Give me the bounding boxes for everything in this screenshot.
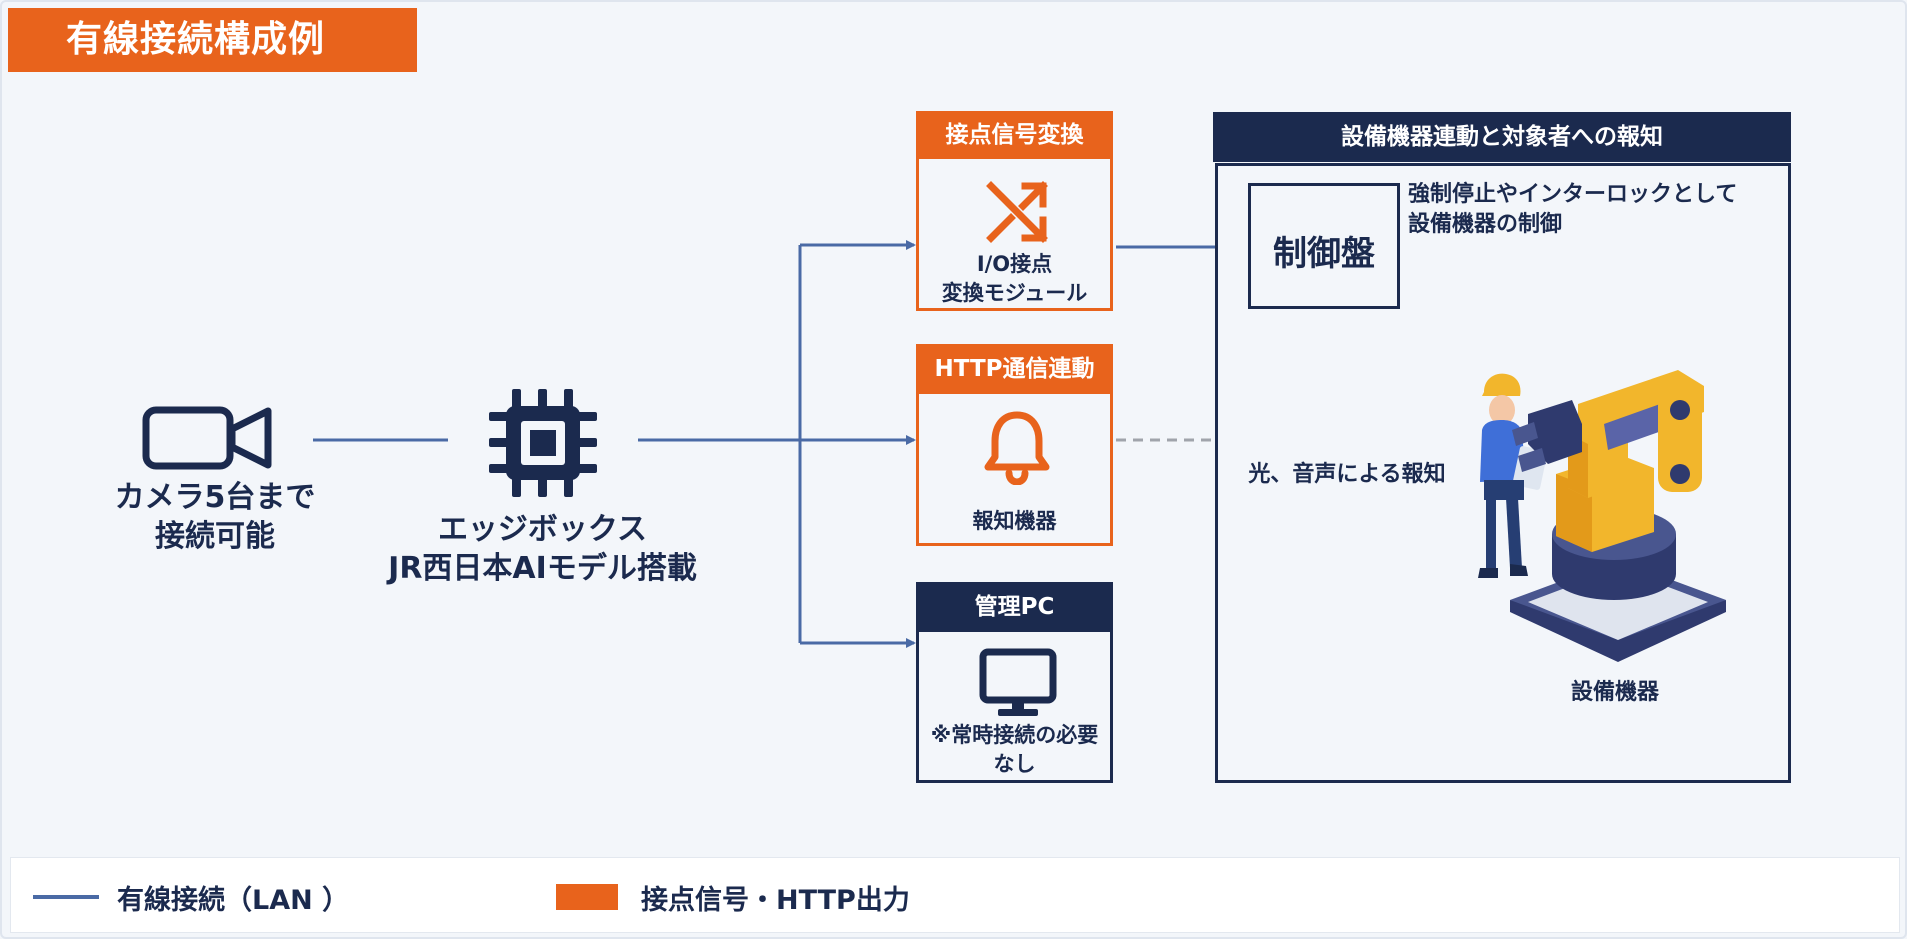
camera-label-line1: カメラ5台まで (114, 480, 316, 515)
pc-box: 管理PC ※常時接続の必要 なし (916, 582, 1113, 783)
io-module-line2: 変換モジュール (941, 281, 1088, 305)
camera-label-line2: 接続可能 (155, 519, 275, 554)
page-title: 有線接続構成例 (8, 8, 417, 72)
notify-note: 光、音声による報知 (1248, 462, 1446, 487)
pc-line2: なし (993, 752, 1036, 776)
control-note-line1: 強制停止やインターロックとして (1408, 182, 1738, 207)
panel-header: 設備機器連動と対象者への報知 (1213, 112, 1791, 162)
control-board-label: 制御盤 (1273, 234, 1375, 274)
shuffle-icon (986, 181, 1048, 243)
edge-box-label: エッジボックス JR西日本AIモデル搭載 (330, 510, 755, 588)
bell-icon (984, 411, 1050, 485)
control-note-line2: 設備機器の制御 (1408, 212, 1563, 237)
pc-text: ※常時接続の必要 なし (919, 721, 1110, 779)
http-header: HTTP通信連動 (916, 344, 1113, 394)
io-module-line1: I/O接点 (976, 252, 1053, 276)
pc-header: 管理PC (916, 582, 1113, 632)
legend-signal-label: 接点信号・HTTP出力 (641, 885, 910, 916)
legend-signal-swatch (556, 884, 618, 910)
equipment-label: 設備機器 (1570, 680, 1659, 705)
edge-box-label-line1: エッジボックス (437, 512, 648, 547)
legend: 有線接続（LAN ） 接点信号・HTTP出力 (10, 857, 1900, 933)
legend-wired-swatch (33, 895, 99, 899)
http-text: 報知機器 (972, 509, 1057, 533)
pc-line1: ※常時接続の必要 (930, 723, 1099, 747)
camera-icon (142, 406, 272, 470)
chip-icon (489, 389, 597, 497)
monitor-icon (979, 648, 1057, 716)
io-module-text: I/O接点 変換モジュール (919, 250, 1110, 308)
edge-box-label-line2: JR西日本AIモデル搭載 (388, 551, 697, 586)
io-module-header: 接点信号変換 (916, 111, 1113, 159)
camera-label: カメラ5台まで 接続可能 (70, 478, 360, 556)
control-note: 強制停止やインターロックとして 設備機器の制御 (1408, 180, 1788, 240)
worker-illustration (1478, 373, 1548, 578)
http-box: HTTP通信連動 報知機器 (916, 344, 1113, 546)
io-module-box: 接点信号変換 I/O接点 変換モジュール (916, 111, 1113, 311)
robot-arm-illustration (1510, 370, 1726, 662)
legend-wired-label: 有線接続（LAN ） (117, 885, 350, 916)
control-board-box: 制御盤 (1248, 183, 1400, 309)
